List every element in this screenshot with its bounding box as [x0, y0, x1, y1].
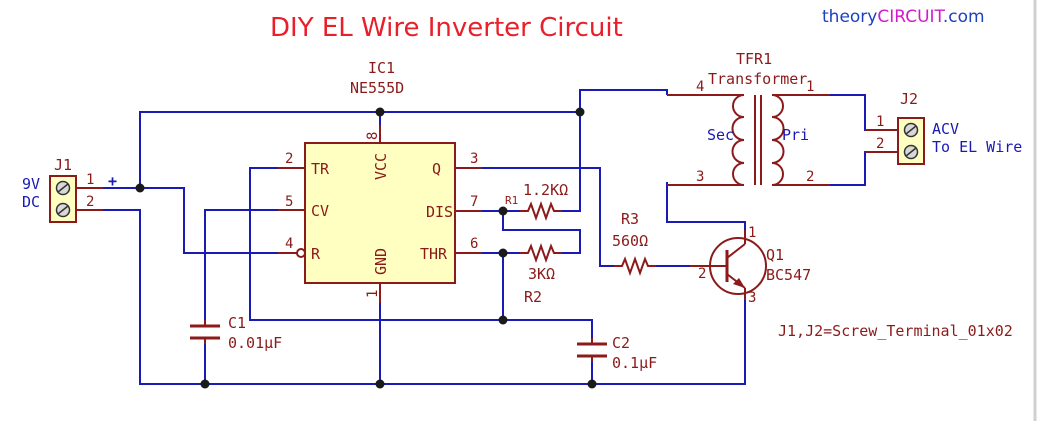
ic1-pinnum-thr: 6: [470, 236, 478, 252]
q1-pin-c-num: 1: [748, 225, 756, 241]
ic1-pin-tr: TR: [311, 160, 330, 178]
wire-tfr-collector: [666, 182, 746, 232]
ic1-pinnum-tr: 2: [285, 151, 293, 167]
r1-value: 1.2KΩ: [523, 181, 568, 199]
wire-tr-c2: [249, 167, 593, 342]
ic1-pin-q: Q: [432, 160, 441, 178]
c1-ref: C1: [228, 314, 246, 332]
tfr1-pin1-num: 1: [806, 79, 814, 95]
ic1-pin-cv: CV: [311, 202, 329, 220]
r3-resistor: R3 560Ω: [612, 210, 656, 276]
q1-pin-b-num: 2: [698, 266, 706, 282]
wire-pri-j2-1: [830, 94, 878, 131]
ic1-pin-vcc: VCC: [372, 153, 390, 180]
tfr1-pri-label: Pri: [782, 126, 809, 144]
wire-pri-j2-2: [830, 151, 878, 186]
j1-ref: J1: [54, 156, 72, 174]
c2-value: 0.1µF: [612, 354, 657, 372]
wire-cv-c1: [204, 209, 300, 326]
j1-pin1-num: 1: [86, 172, 94, 188]
wire-vcc-rail: [139, 89, 668, 188]
tfr1-pin4-num: 4: [696, 79, 704, 95]
r3-ref: R3: [621, 210, 639, 228]
j2-label-acv: ACV: [932, 120, 959, 138]
q1-ref: Q1: [766, 246, 784, 264]
ic1-pinnum-dis: 7: [470, 194, 478, 210]
tfr1-transformer: TFR1 Transformer Sec Pri 4 3 1 2: [667, 50, 830, 186]
j1-plus-sign: +: [108, 172, 117, 190]
r3-value: 560Ω: [612, 232, 648, 250]
r2-resistor: 3KΩ R2: [520, 243, 562, 306]
ic1-pinnum-vcc: 8: [365, 132, 381, 140]
j2-pin2-num: 2: [876, 136, 884, 152]
c2-ref: C2: [612, 334, 630, 352]
q1-pin-e-num: 3: [748, 290, 756, 306]
ic1-ref: IC1: [368, 59, 395, 77]
c1-capacitor: C1 0.01µF: [190, 314, 282, 352]
junction-dots: [135, 107, 597, 389]
r2-value: 3KΩ: [528, 265, 555, 283]
tfr1-value: Transformer: [708, 70, 807, 88]
j1-pin2-num: 2: [86, 194, 94, 210]
ic1-ne555: IC1 NE555D TR CV R Q DIS THR VCC GND 2 5…: [278, 59, 482, 303]
r2-ref: R2: [524, 288, 542, 306]
ic1-pin-dis: DIS: [426, 203, 453, 221]
j2-pin1-num: 1: [876, 114, 884, 130]
brand-logo: theoryCIRCUIT.com: [822, 7, 985, 27]
tfr1-sec-label: Sec: [707, 126, 734, 144]
wire-q-r3: [460, 167, 620, 267]
tfr1-ref: TFR1: [736, 50, 772, 68]
r1-resistor: R1 1.2KΩ: [505, 181, 568, 221]
wire-reset: [140, 187, 300, 254]
wire-r1-top: [556, 112, 581, 212]
ic1-pin-gnd: GND: [372, 248, 390, 275]
ic1-pin-thr: THR: [420, 245, 448, 263]
j1-screw-terminal: J1 9V DC 1 2 +: [22, 156, 117, 223]
terminal-note: J1,J2=Screw_Terminal_01x02: [778, 322, 1013, 340]
ic1-pinnum-cv: 5: [285, 194, 293, 210]
j1-label-voltage: 9V: [22, 175, 40, 193]
q1-value: BC547: [766, 266, 811, 284]
ic1-pinnum-gnd: 1: [365, 290, 381, 298]
j1-label-dc: DC: [22, 193, 40, 211]
j2-screw-terminal: J2 1 2 ACV To EL Wire: [865, 90, 1022, 165]
ic1-value: NE555D: [350, 79, 404, 97]
c2-capacitor: C2 0.1µF: [577, 334, 657, 372]
ic1-pinnum-r: 4: [285, 236, 293, 252]
j2-label-el-wire: To EL Wire: [932, 138, 1022, 156]
ic1-pinnum-q: 3: [470, 151, 478, 167]
c1-value: 0.01µF: [228, 334, 282, 352]
wire-gnd-rail: [103, 209, 746, 385]
tfr1-pin2-num: 2: [806, 169, 814, 185]
r1-ref: R1: [505, 194, 518, 207]
diagram-title: DIY EL Wire Inverter Circuit: [270, 13, 623, 43]
tfr1-pin3-num: 3: [696, 169, 704, 185]
ic1-pin-r: R: [311, 245, 321, 263]
j2-ref: J2: [900, 90, 918, 108]
wire-dis-r2: [502, 211, 581, 254]
q1-transistor: Q1 BC547 1 2 3: [690, 225, 811, 306]
